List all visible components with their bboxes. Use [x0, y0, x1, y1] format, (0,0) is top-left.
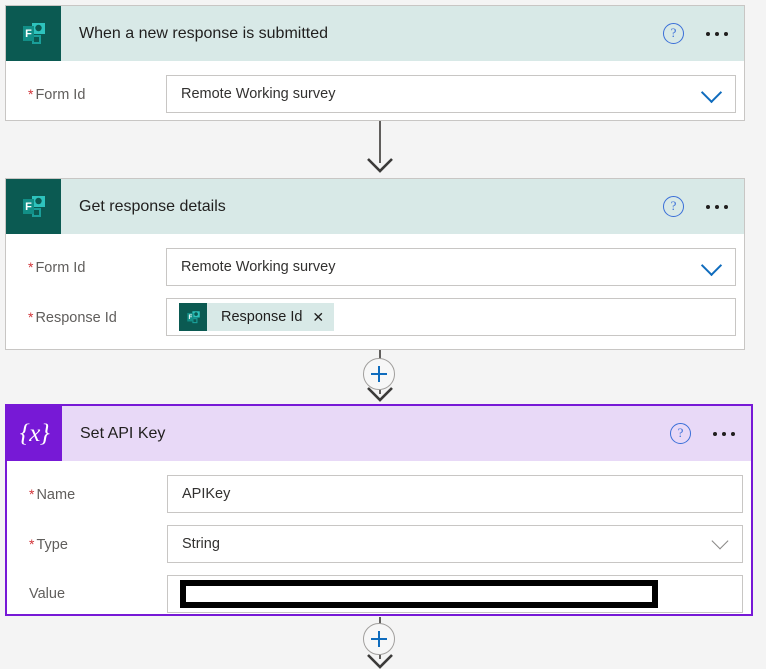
help-icon[interactable]: ? — [670, 423, 691, 444]
card-title: Get response details — [79, 197, 226, 215]
response-id-input[interactable]: F Response Id ✕ — [166, 298, 736, 336]
field-row-response-id: *Response Id F — [6, 298, 744, 336]
card-header[interactable]: F When a new response is submitted ? — [6, 6, 744, 61]
form-id-dropdown[interactable]: Remote Working survey — [166, 248, 736, 286]
connector-insert-2 — [0, 617, 766, 669]
field-label-text: Form Id — [35, 86, 86, 103]
field-label: *Name — [7, 486, 167, 503]
flow-step-card-get-response-details[interactable]: F Get response details ? *Form Id Remote… — [5, 178, 745, 350]
card-header-actions: ? — [670, 406, 737, 461]
arrow-down-icon — [366, 386, 394, 402]
arrow-down-icon — [366, 157, 394, 173]
field-row-form-id: *Form Id Remote Working survey — [6, 75, 744, 113]
close-icon[interactable]: ✕ — [312, 309, 325, 325]
card-body: *Form Id Remote Working survey — [6, 61, 744, 129]
chevron-down-icon[interactable] — [711, 532, 729, 550]
token-label: Response Id — [221, 309, 303, 325]
card-body: *Name APIKey *Type String Value — [7, 461, 751, 629]
more-commands-icon[interactable] — [704, 26, 730, 42]
flow-step-card-trigger-new-response[interactable]: F When a new response is submitted ? *Fo… — [5, 5, 745, 121]
field-label: *Form Id — [6, 86, 166, 103]
chevron-down-icon[interactable] — [700, 254, 723, 277]
redacted-value-overlay — [180, 580, 658, 608]
variable-braces-icon: {x} — [7, 406, 62, 461]
card-header-actions: ? — [663, 179, 730, 234]
field-label-text: Value — [29, 586, 66, 602]
field-row-value: Value — [7, 575, 751, 613]
required-marker: * — [28, 258, 34, 275]
connector-line — [379, 617, 381, 625]
variable-glyph: {x} — [19, 419, 50, 447]
card-title: When a new response is submitted — [79, 24, 329, 42]
field-label: *Form Id — [6, 259, 166, 276]
field-row-name: *Name APIKey — [7, 475, 751, 513]
field-label-text: Type — [36, 536, 68, 553]
required-marker: * — [28, 85, 34, 102]
connector-line — [379, 390, 381, 394]
insert-step-button[interactable] — [363, 623, 395, 655]
field-label-text: Response Id — [35, 309, 117, 326]
connector-line — [379, 655, 381, 659]
help-icon[interactable]: ? — [663, 23, 684, 44]
card-body: *Form Id Remote Working survey *Response… — [6, 234, 744, 352]
arrow-down-icon — [366, 653, 394, 669]
svg-text:F: F — [25, 201, 32, 213]
card-header-actions: ? — [663, 6, 730, 61]
field-label: Value — [7, 586, 167, 602]
insert-step-button[interactable] — [363, 358, 395, 390]
card-title: Set API Key — [80, 424, 166, 442]
svg-text:F: F — [188, 314, 192, 321]
connector-line — [379, 121, 381, 163]
svg-text:F: F — [25, 28, 32, 40]
card-header[interactable]: F Get response details ? — [6, 179, 744, 234]
connector-arrow-1 — [0, 121, 766, 175]
more-commands-icon[interactable] — [711, 426, 737, 442]
form-id-dropdown[interactable]: Remote Working survey — [166, 75, 736, 113]
form-id-value: Remote Working survey — [181, 259, 336, 275]
connector-insert-1 — [0, 350, 766, 402]
required-marker: * — [28, 308, 34, 325]
required-marker: * — [29, 535, 35, 552]
form-id-value: Remote Working survey — [181, 86, 336, 102]
variable-type-dropdown[interactable]: String — [167, 525, 743, 563]
help-icon[interactable]: ? — [663, 196, 684, 217]
field-label-text: Name — [36, 486, 76, 503]
microsoft-forms-icon: F — [6, 179, 61, 234]
chevron-down-icon[interactable] — [700, 81, 723, 104]
variable-name-value: APIKey — [182, 486, 231, 502]
variable-value-input[interactable] — [167, 575, 743, 613]
field-row-form-id: *Form Id Remote Working survey — [6, 248, 744, 286]
connector-line — [379, 350, 381, 360]
microsoft-forms-icon: F — [179, 303, 207, 331]
card-header[interactable]: {x} Set API Key ? — [7, 406, 751, 461]
microsoft-forms-icon: F — [6, 6, 61, 61]
field-label: *Response Id — [6, 309, 166, 326]
dynamic-content-token[interactable]: F Response Id ✕ — [179, 303, 335, 331]
variable-name-input[interactable]: APIKey — [167, 475, 743, 513]
field-label-text: Form Id — [35, 259, 86, 276]
field-row-type: *Type String — [7, 525, 751, 563]
field-label: *Type — [7, 536, 167, 553]
more-commands-icon[interactable] — [704, 199, 730, 215]
required-marker: * — [29, 485, 35, 502]
flow-step-card-set-api-key[interactable]: {x} Set API Key ? *Name APIKey *Type Str… — [5, 404, 753, 616]
variable-type-value: String — [182, 536, 220, 552]
